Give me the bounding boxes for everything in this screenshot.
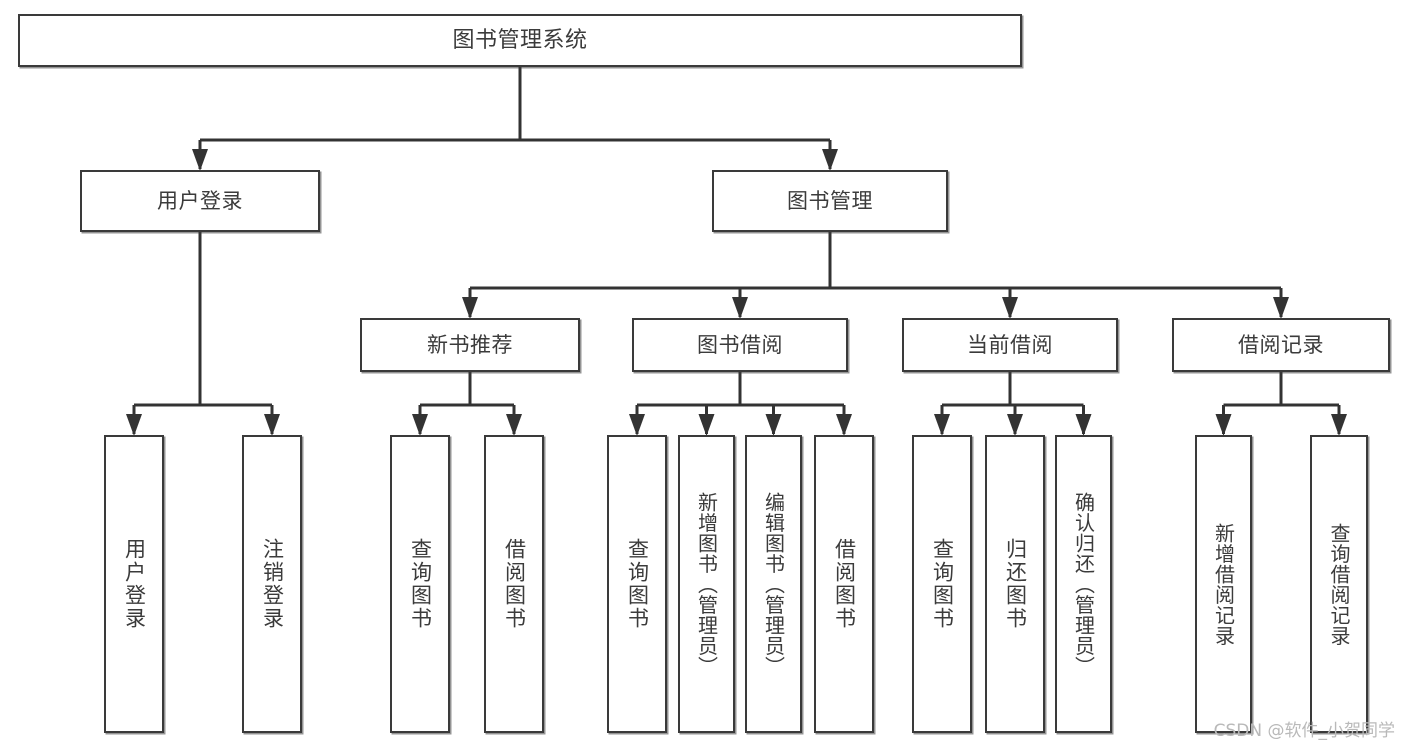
node-leaf-query-book-1[interactable]: 查询图书 [390, 435, 450, 733]
node-leaf-user-login[interactable]: 用户登录 [104, 435, 164, 733]
arrowhead-icon [629, 414, 645, 436]
node-label: 归还图书 [1003, 538, 1028, 630]
node-new-book-rec[interactable]: 新书推荐 [360, 318, 580, 372]
arrowhead-icon [1075, 414, 1092, 436]
node-label: 图书借阅 [697, 332, 783, 357]
watermark: CSDN @软件_小贺同学 [1213, 721, 1395, 741]
node-leaf-query-record[interactable]: 查询借阅记录 [1310, 435, 1368, 733]
node-leaf-query-book-3[interactable]: 查询图书 [912, 435, 972, 733]
node-label: 借阅记录 [1238, 332, 1324, 357]
arrowhead-icon [1007, 414, 1023, 436]
node-leaf-confirm-return[interactable]: 确认归还（管理员） [1055, 435, 1112, 733]
node-borrow-record[interactable]: 借阅记录 [1172, 318, 1390, 372]
node-label: 查询图书 [930, 538, 955, 630]
arrowhead-icon [836, 414, 852, 436]
node-leaf-borrow-book-1[interactable]: 借阅图书 [484, 435, 544, 733]
node-user-login[interactable]: 用户登录 [80, 170, 320, 232]
node-leaf-edit-book[interactable]: 编辑图书（管理员） [745, 435, 802, 733]
node-label: 用户登录 [157, 188, 243, 213]
node-leaf-return-book[interactable]: 归还图书 [985, 435, 1045, 733]
node-label: 图书管理 [787, 188, 873, 213]
arrowhead-icon [264, 414, 280, 436]
arrowhead-icon [1331, 414, 1347, 436]
node-label: 查询图书 [625, 538, 650, 630]
node-label: 当前借阅 [967, 332, 1053, 357]
node-root[interactable]: 图书管理系统 [18, 14, 1022, 67]
node-label: 借阅图书 [502, 538, 527, 630]
arrowhead-icon [412, 414, 428, 436]
arrowhead-icon [822, 149, 838, 171]
arrowhead-icon [462, 297, 478, 319]
node-leaf-logout-login[interactable]: 注销登录 [242, 435, 302, 733]
arrowhead-icon [1273, 297, 1289, 319]
arrowhead-icon [506, 414, 522, 436]
node-label: 新书推荐 [427, 332, 513, 357]
node-label: 用户登录 [122, 538, 147, 630]
node-label: 编辑图书（管理员） [761, 491, 786, 677]
node-label: 查询图书 [408, 538, 433, 630]
node-label: 确认归还（管理员） [1071, 491, 1096, 677]
node-book-manage[interactable]: 图书管理 [712, 170, 948, 232]
arrowhead-icon [1215, 414, 1232, 436]
arrowhead-icon [192, 149, 208, 171]
node-leaf-borrow-book-2[interactable]: 借阅图书 [814, 435, 874, 733]
node-label: 查询借阅记录 [1327, 522, 1351, 646]
arrowhead-icon [1002, 297, 1018, 319]
node-label: 借阅图书 [832, 538, 857, 630]
arrowhead-icon [732, 297, 748, 319]
node-leaf-query-book-2[interactable]: 查询图书 [607, 435, 667, 733]
node-current-borrow[interactable]: 当前借阅 [902, 318, 1118, 372]
arrowhead-icon [934, 414, 950, 436]
node-label: 注销登录 [260, 538, 285, 630]
arrowhead-icon [698, 414, 715, 436]
node-label: 图书管理系统 [452, 27, 588, 53]
node-leaf-add-record[interactable]: 新增借阅记录 [1195, 435, 1252, 733]
node-label: 新增借阅记录 [1211, 522, 1236, 646]
arrowhead-icon [765, 414, 782, 436]
arrowhead-icon [126, 414, 142, 436]
node-leaf-add-book[interactable]: 新增图书（管理员） [678, 435, 735, 733]
node-label: 新增图书（管理员） [694, 491, 719, 677]
node-book-borrow[interactable]: 图书借阅 [632, 318, 848, 372]
